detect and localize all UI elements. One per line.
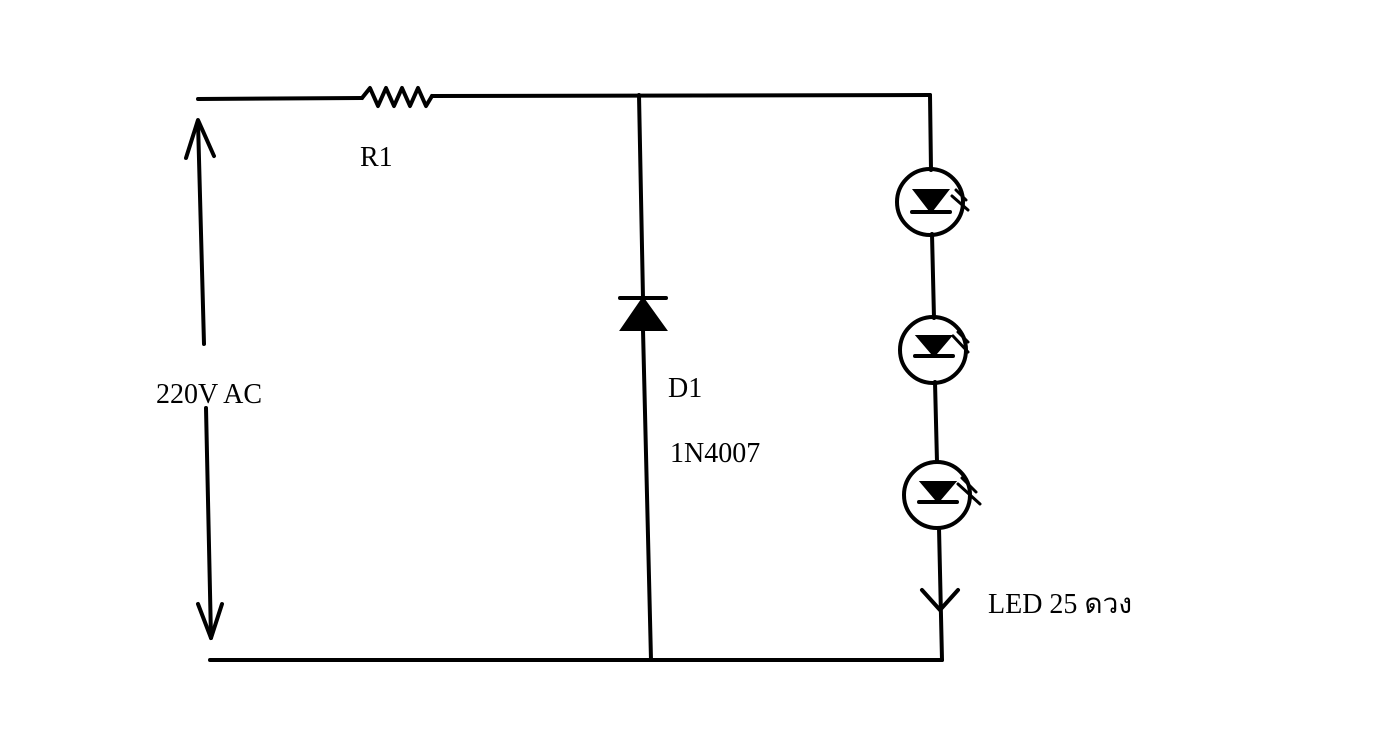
diode-part-label: 1N4007 [670, 438, 760, 469]
resistor-r1-symbol [360, 86, 434, 108]
resistor-label: R1 [360, 142, 393, 173]
led-wire-2-3 [933, 380, 939, 464]
voltage-arrow-lower-shaft [204, 406, 213, 640]
voltage-arrow-down-head [196, 602, 224, 640]
led-3-symbol [902, 460, 982, 530]
led-2-symbol [898, 315, 970, 385]
voltage-arrow-up-head [184, 118, 216, 160]
voltage-arrow-upper-shaft [196, 120, 206, 346]
top-wire-left [196, 96, 364, 101]
top-wire-right [430, 93, 932, 98]
led-label: LED 25 ดวง [988, 589, 1132, 620]
diode-label: D1 [668, 373, 702, 404]
diode-wire-upper [637, 93, 645, 300]
source-label: 220V AC [156, 379, 262, 410]
diode-d1-symbol [619, 296, 668, 331]
diode-wire-lower [641, 328, 653, 662]
led-1-symbol [895, 167, 970, 237]
led-wire-top [928, 93, 933, 172]
led-continuation-arrow [920, 588, 960, 612]
led-wire-1-2 [930, 232, 936, 320]
led-wire-bottom [937, 526, 944, 662]
